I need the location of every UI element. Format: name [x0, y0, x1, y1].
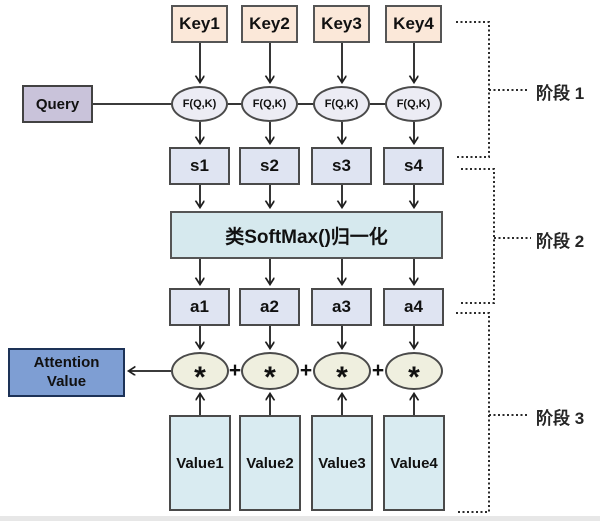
stage1-bracket	[456, 21, 490, 158]
a3-box: a3	[311, 288, 372, 326]
fqk-ellipse-4: F(Q,K)	[385, 86, 442, 122]
value1-box: Value1	[169, 415, 231, 511]
a2-box: a2	[239, 288, 300, 326]
s3-box: s3	[311, 147, 372, 185]
softmax-normalize-box: 类SoftMax()归一化	[170, 211, 443, 259]
plus-sign-3: +	[371, 359, 385, 382]
key4-box: Key4	[385, 5, 442, 43]
stage2-label: 阶段 2	[536, 231, 585, 251]
attention-value-line2: Value	[46, 372, 87, 390]
query-box: Query	[22, 85, 93, 123]
a1-box: a1	[169, 288, 230, 326]
stage1-label: 阶段 1	[536, 83, 585, 103]
fqk-ellipse-1: F(Q,K)	[171, 86, 228, 122]
multiply-symbol: *	[264, 361, 276, 394]
multiply-symbol: *	[336, 361, 348, 394]
flow-arrows	[93, 43, 414, 415]
attention-value-box: Attention Value	[8, 348, 125, 397]
value3-box: Value3	[311, 415, 373, 511]
key1-box: Key1	[171, 5, 228, 43]
multiply-ellipse-2: *	[241, 352, 299, 394]
stage3-label: 阶段 3	[536, 408, 585, 428]
a4-box: a4	[383, 288, 444, 326]
s1-box: s1	[169, 147, 230, 185]
fqk-ellipse-2: F(Q,K)	[241, 86, 298, 122]
multiply-ellipse-4: *	[385, 352, 443, 394]
attention-value-line1: Attention	[33, 353, 100, 371]
key2-box: Key2	[241, 5, 298, 43]
key3-box: Key3	[313, 5, 370, 43]
s4-box: s4	[383, 147, 444, 185]
multiply-ellipse-3: *	[313, 352, 371, 394]
multiply-ellipse-1: *	[171, 352, 229, 394]
s2-box: s2	[239, 147, 300, 185]
stage3-bracket	[456, 312, 490, 513]
value4-box: Value4	[383, 415, 445, 511]
multiply-symbol: *	[408, 361, 420, 394]
fqk-ellipse-3: F(Q,K)	[313, 86, 370, 122]
value2-box: Value2	[239, 415, 301, 511]
plus-sign-2: +	[299, 359, 313, 382]
plus-sign-1: +	[228, 359, 242, 382]
stage-brackets	[456, 21, 531, 513]
multiply-symbol: *	[194, 361, 206, 394]
bottom-strip	[0, 516, 600, 521]
stage2-bracket	[461, 168, 495, 304]
